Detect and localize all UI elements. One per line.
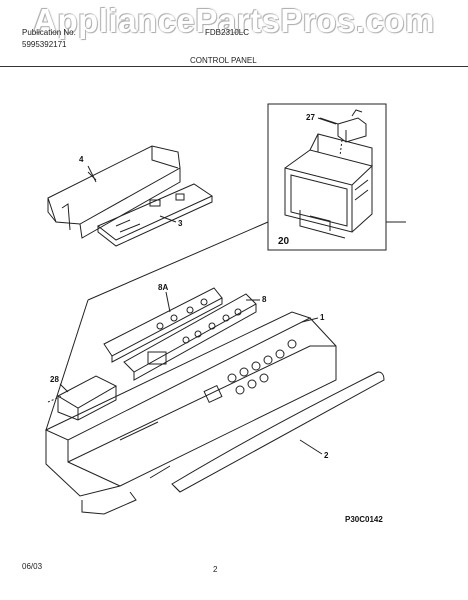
section-title: CONTROL PANEL [190,56,257,65]
console-panel [44,311,337,515]
callout-3: 3 [178,219,183,228]
callout-27: 27 [306,113,315,122]
callout-8a: 8A [158,283,168,292]
handle-trim [171,371,385,493]
footer-date: 06/03 [22,562,43,571]
callout-4: 4 [79,155,84,164]
figure-code: P30C0142 [345,515,383,524]
publication-number: 5995392171 [22,40,67,49]
dispenser-assembly [284,133,373,239]
callout-2: 2 [324,451,329,460]
inset-frame [267,103,387,251]
header-rule [0,66,468,67]
end-cap [56,375,118,421]
latch-part [319,109,367,157]
callout-8: 8 [262,295,267,304]
model-number: FDB2310LC [205,28,250,37]
callout-28: 28 [50,375,59,384]
publication-label: Publication No. [22,28,76,37]
callout-1: 1 [320,313,325,322]
circuit-board [97,183,214,247]
control-bracket [47,145,181,239]
button-holder [123,293,257,381]
callout-20: 20 [278,236,290,247]
page-number: 2 [213,565,218,574]
watermark-text: AppliancePartsPros.com [33,2,435,39]
switch-membrane [103,287,223,363]
